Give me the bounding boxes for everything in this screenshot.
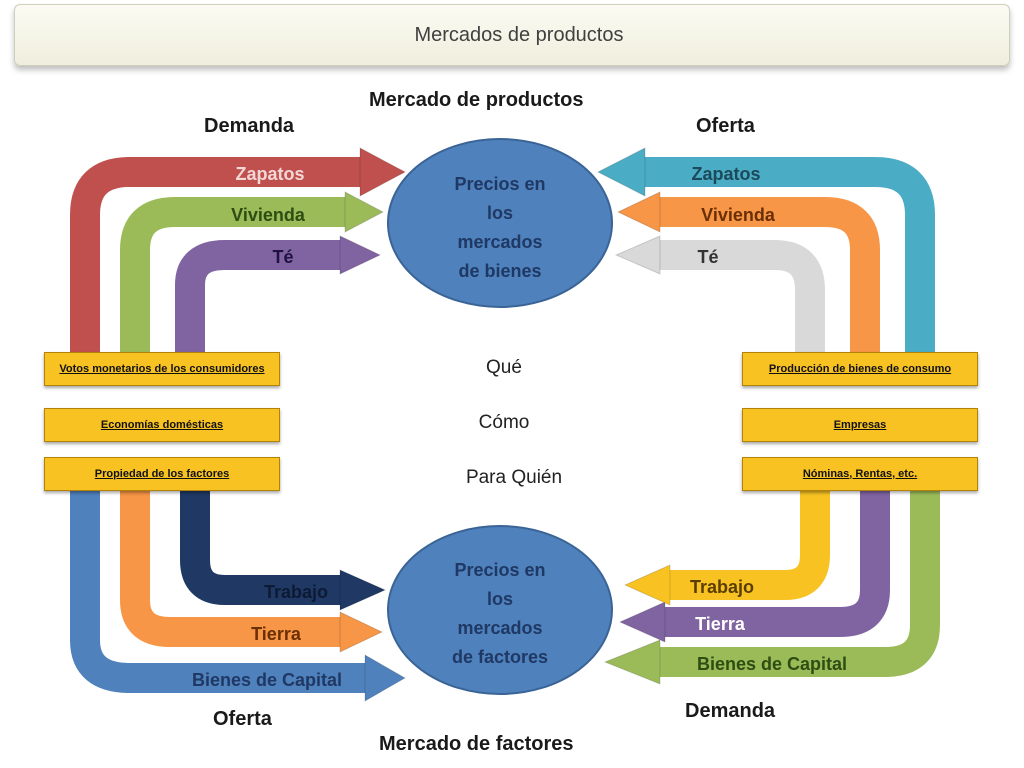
arrow-bl-trabajo-label: Trabajo xyxy=(264,582,328,602)
arrow-br-trabajo-label: Trabajo xyxy=(690,577,754,597)
payrolls-rents-box: Nóminas, Rentas, etc. xyxy=(742,457,978,491)
arrow-bl-trabajo xyxy=(180,490,345,605)
arrow-tr-vivienda xyxy=(655,197,880,360)
arrow-tr-zapatos xyxy=(640,157,935,360)
arrow-bl-tierra-label: Tierra xyxy=(251,624,302,644)
heading-supply-bottom: Oferta xyxy=(213,708,272,730)
heading-factor-market: Mercado de factores xyxy=(379,733,574,755)
heading-product-market: Mercado de productos xyxy=(369,89,584,111)
arrow-bl-tierra-head xyxy=(339,611,384,653)
question-what: Qué xyxy=(486,357,522,378)
arrow-br-capital xyxy=(655,490,940,677)
arrow-tl-vivienda xyxy=(120,197,350,360)
arrow-tr-zapatos-head xyxy=(596,147,646,197)
arrow-bl-tierra xyxy=(120,490,345,647)
arrow-tl-vivienda-head xyxy=(344,191,385,233)
factors-circle-label: Precios en los mercados de factores xyxy=(451,560,549,667)
arrow-br-capital-label: Bienes de Capital xyxy=(697,654,847,674)
arrow-tr-zapatos-label: Zapatos xyxy=(691,164,760,184)
arrow-br-tierra xyxy=(660,490,890,637)
page-title: Mercados de productos xyxy=(414,23,624,46)
arrow-tl-te-head xyxy=(339,235,382,275)
arrow-br-tierra-label: Tierra xyxy=(695,614,746,634)
arrow-tl-te-label: Té xyxy=(272,247,293,267)
consumer-goods-production-box: Producción de bienes de consumo xyxy=(742,352,978,386)
arrow-tl-te xyxy=(175,240,345,360)
arrow-bl-capital-head xyxy=(364,654,407,702)
arrow-br-trabajo xyxy=(665,490,830,600)
arrow-bl-trabajo-head xyxy=(339,569,387,611)
goods-market-circle xyxy=(387,138,613,308)
arrow-tl-vivienda-label: Vivienda xyxy=(231,205,306,225)
arrow-tr-vivienda-head xyxy=(616,191,661,233)
arrow-br-tierra-head xyxy=(618,601,666,643)
heading-supply-top: Oferta xyxy=(696,115,755,137)
factors-market-circle xyxy=(387,525,613,695)
question-how: Cómo xyxy=(478,412,530,433)
goods-circle-label: Precios en los mercados de bienes xyxy=(454,174,546,281)
arrow-bl-capital xyxy=(70,490,370,693)
arrow-tr-te-label: Té xyxy=(697,247,718,267)
arrow-tl-zapatos xyxy=(70,157,365,360)
heading-demand-top: Demanda xyxy=(204,115,295,137)
arrow-bl-capital-label: Bienes de Capital xyxy=(192,670,342,690)
arrow-tr-vivienda-label: Vivienda xyxy=(701,205,776,225)
arrow-tr-te xyxy=(655,240,825,360)
question-for-whom: Para Quién xyxy=(465,467,563,488)
arrow-tl-zapatos-label: Zapatos xyxy=(235,164,304,184)
factor-ownership-box: Propiedad de los factores xyxy=(44,457,280,491)
title-bar: Mercados de productos xyxy=(14,4,1010,66)
arrow-br-trabajo-head xyxy=(623,564,671,606)
arrow-tl-zapatos-head xyxy=(359,147,407,197)
arrow-tr-te-head xyxy=(614,235,661,275)
household-votes-box: Votos monetarios de los consumidores xyxy=(44,352,280,386)
arrow-br-capital-head xyxy=(603,639,661,685)
households-box: Economías domésticas xyxy=(44,408,280,442)
heading-demand-bottom: Demanda xyxy=(685,700,776,722)
firms-box: Empresas xyxy=(742,408,978,442)
